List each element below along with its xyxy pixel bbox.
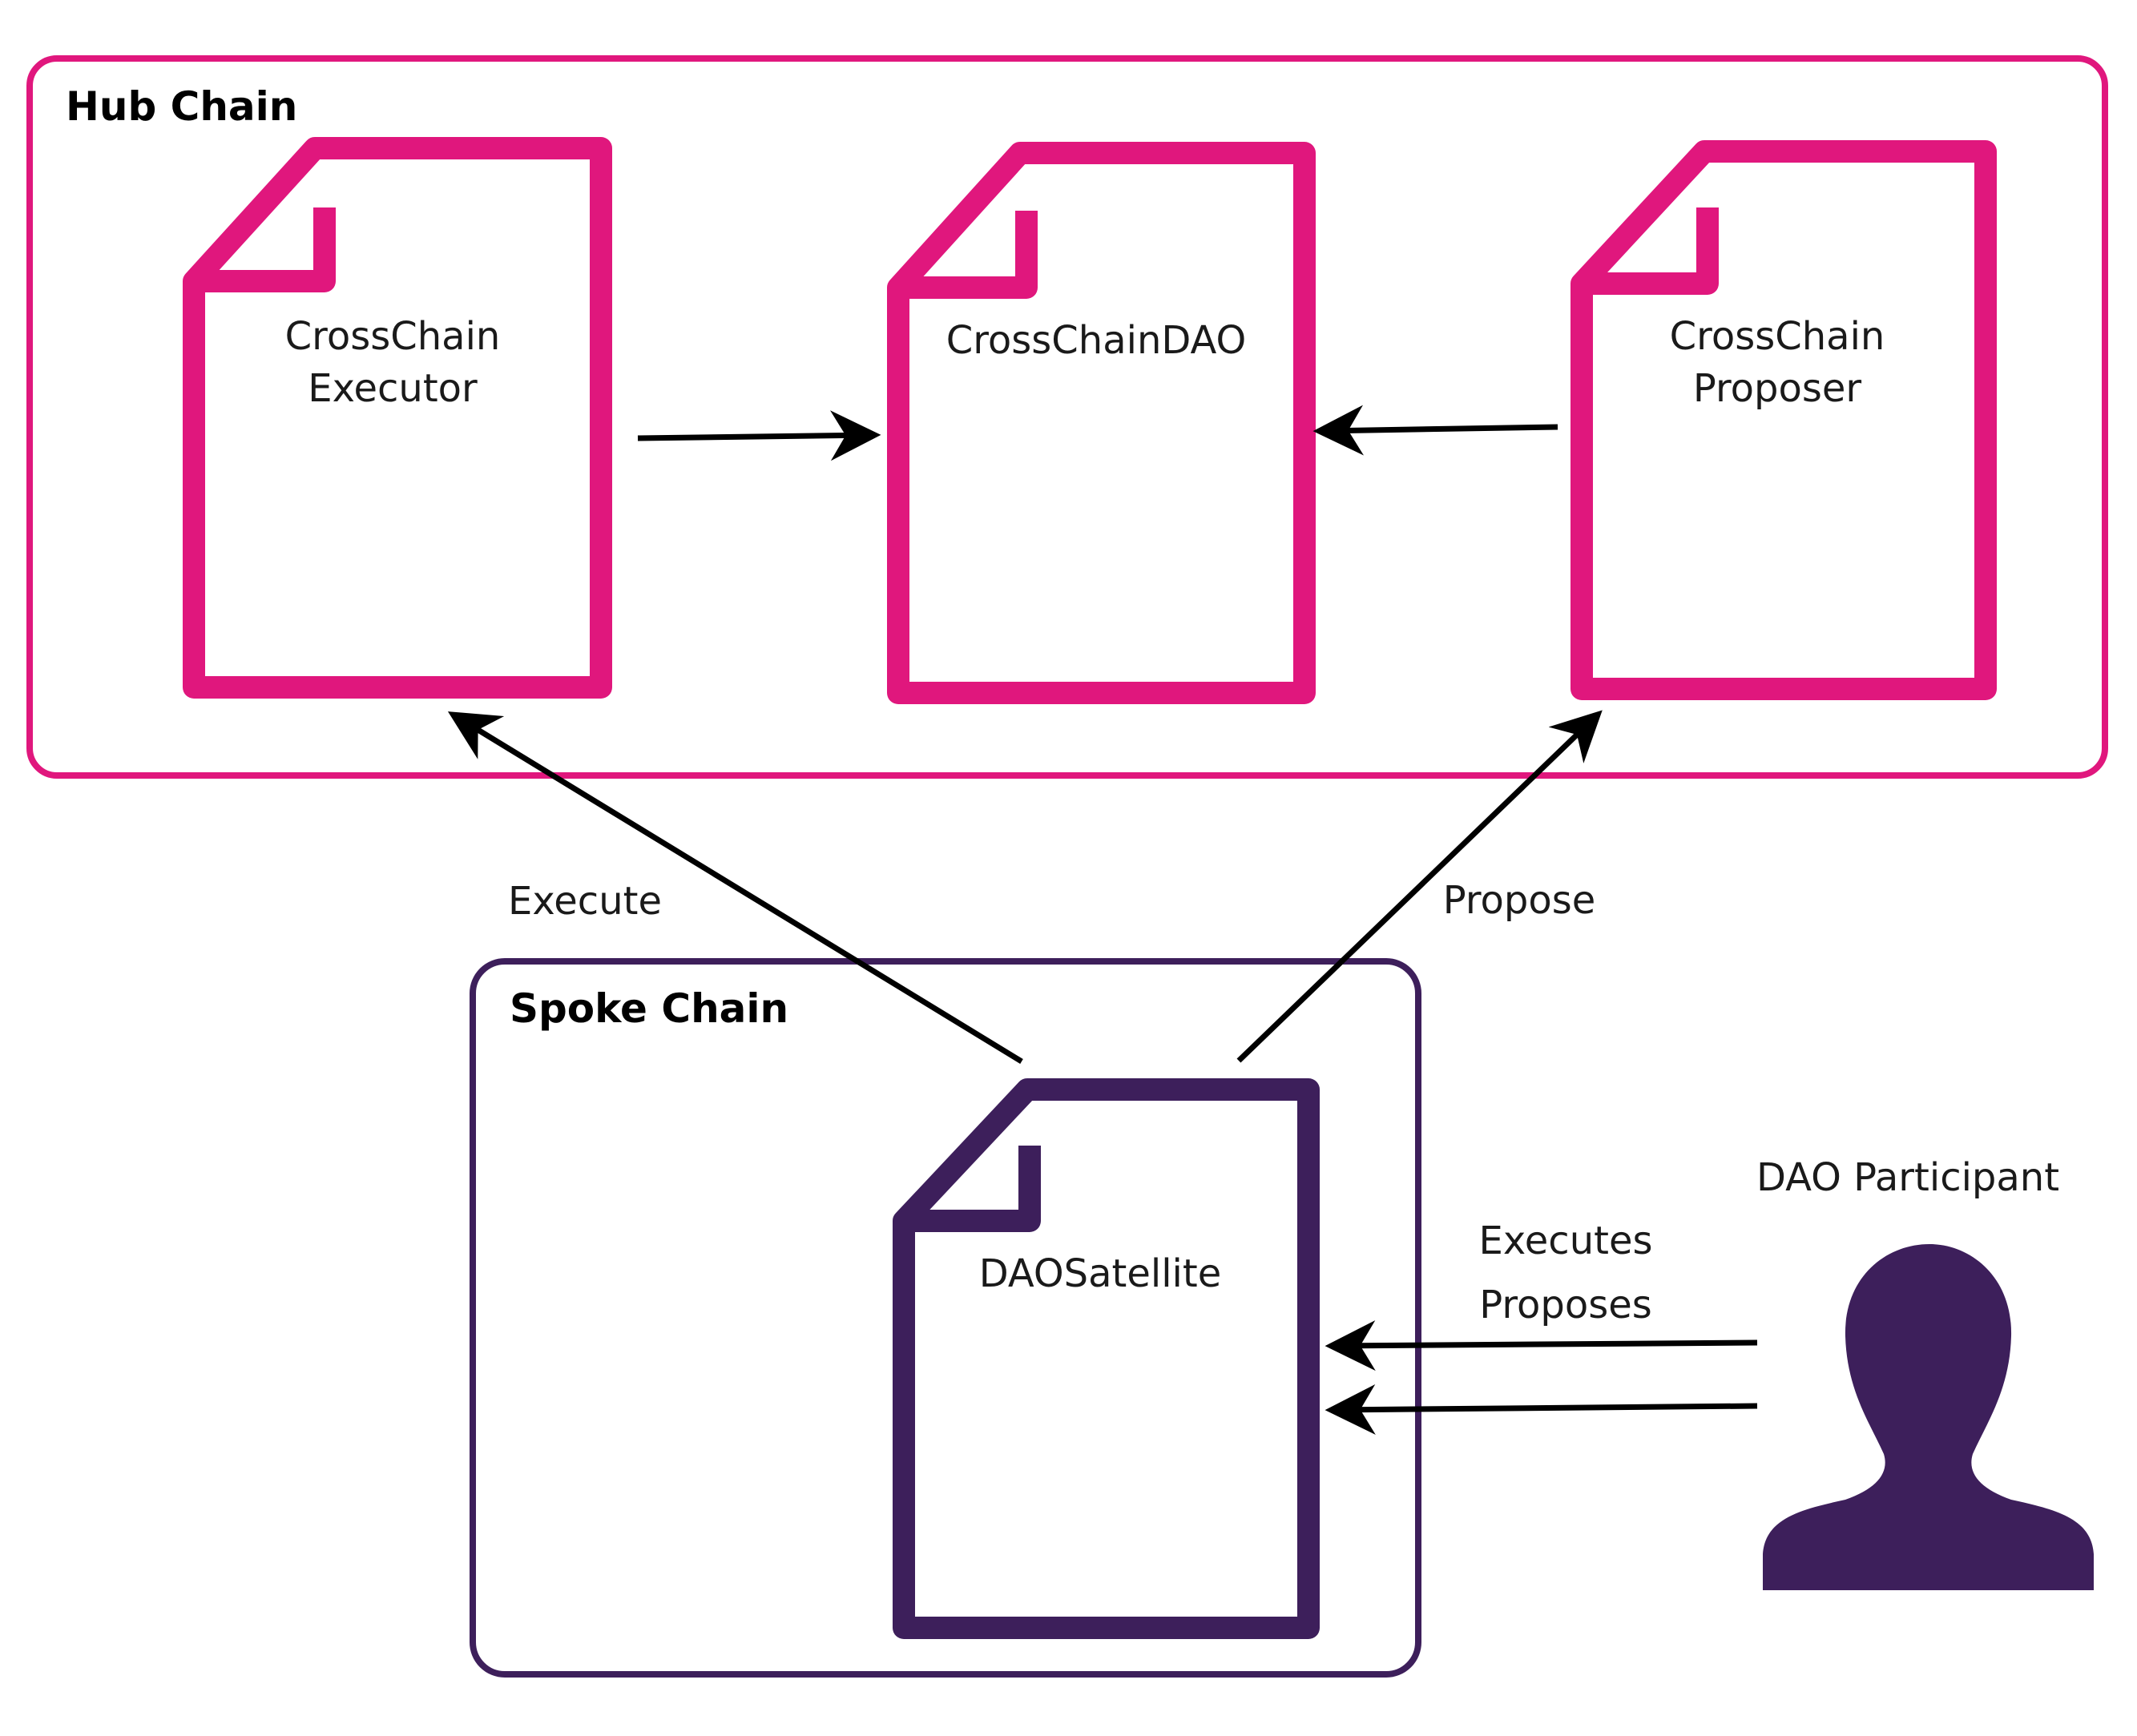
proposer-label-line1: CrossChain (1670, 314, 1885, 359)
document-icon (893, 1078, 1320, 1639)
hub-chain-box (26, 55, 2108, 779)
document-fold (913, 1146, 1041, 1232)
dao-participant: DAO Participant (1756, 1155, 2094, 1590)
participant-label: DAO Participant (1756, 1155, 2059, 1200)
arrow-executor-to-dao (637, 410, 881, 461)
satellite-label: DAOSatellite (979, 1251, 1221, 1296)
hub-chain-group: Hub Chain (26, 55, 2108, 779)
document-icon (1570, 140, 1997, 700)
dao-document: CrossChainDAO (887, 142, 1316, 704)
arrow-satellite-to-executor (447, 711, 1023, 1064)
executor-document: CrossChain Executor (183, 137, 612, 699)
arrow-participant-executes (1325, 1320, 1758, 1371)
executes-label: Executes (1479, 1218, 1653, 1263)
proposer-label-line2: Proposer (1693, 366, 1862, 411)
document-icon (887, 142, 1316, 704)
satellite-document: DAOSatellite (893, 1078, 1320, 1639)
document-fold (908, 211, 1038, 299)
document-fold (1591, 207, 1719, 295)
executor-label-line2: Executor (308, 366, 478, 411)
execute-label: Execute (508, 879, 662, 924)
executor-label-line1: CrossChain (285, 314, 501, 359)
hub-chain-title: Hub Chain (66, 83, 297, 130)
arrow-proposer-to-dao (1312, 405, 1558, 456)
person-icon (1763, 1244, 2094, 1590)
proposes-label: Proposes (1479, 1283, 1652, 1327)
spoke-chain-group: Spoke Chain (470, 958, 1421, 1678)
document-icon (183, 137, 612, 699)
dao-label: CrossChainDAO (946, 318, 1247, 363)
document-fold (204, 207, 336, 292)
spoke-chain-title: Spoke Chain (510, 985, 788, 1032)
arrow-participant-proposes (1325, 1384, 1758, 1435)
propose-label: Propose (1443, 878, 1596, 923)
spoke-chain-box (470, 958, 1421, 1678)
proposer-document: CrossChain Proposer (1570, 140, 1997, 700)
arrow-satellite-to-proposer (1236, 710, 1603, 1063)
